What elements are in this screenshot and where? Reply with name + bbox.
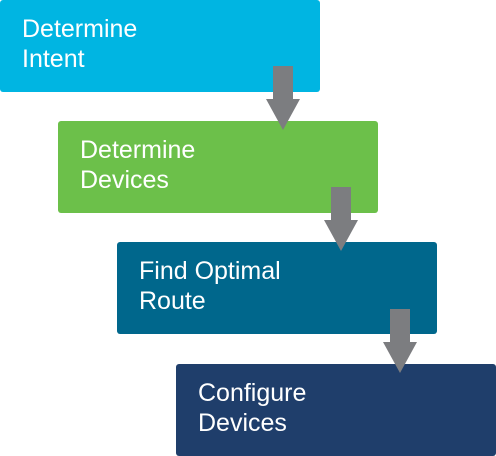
arrow-down-icon [266, 66, 300, 130]
arrow-down-icon [324, 187, 358, 251]
step-label-line2: Devices [80, 166, 169, 194]
step-label-line1: Determine [80, 136, 196, 164]
step-label-line1: Configure [198, 379, 307, 407]
step-label-line2: Route [139, 287, 206, 315]
step-determine-devices: Determine Devices [58, 121, 378, 213]
step-determine-intent: Determine Intent [0, 0, 320, 92]
step-label-line2: Intent [22, 45, 85, 73]
arrow-down-icon [383, 309, 417, 373]
step-configure-devices: Configure Devices [176, 364, 496, 456]
step-label-line2: Devices [198, 409, 287, 437]
step-find-optimal-route: Find Optimal Route [117, 242, 437, 334]
step-label-line1: Find Optimal [139, 257, 281, 285]
step-label-line1: Determine [22, 15, 138, 43]
